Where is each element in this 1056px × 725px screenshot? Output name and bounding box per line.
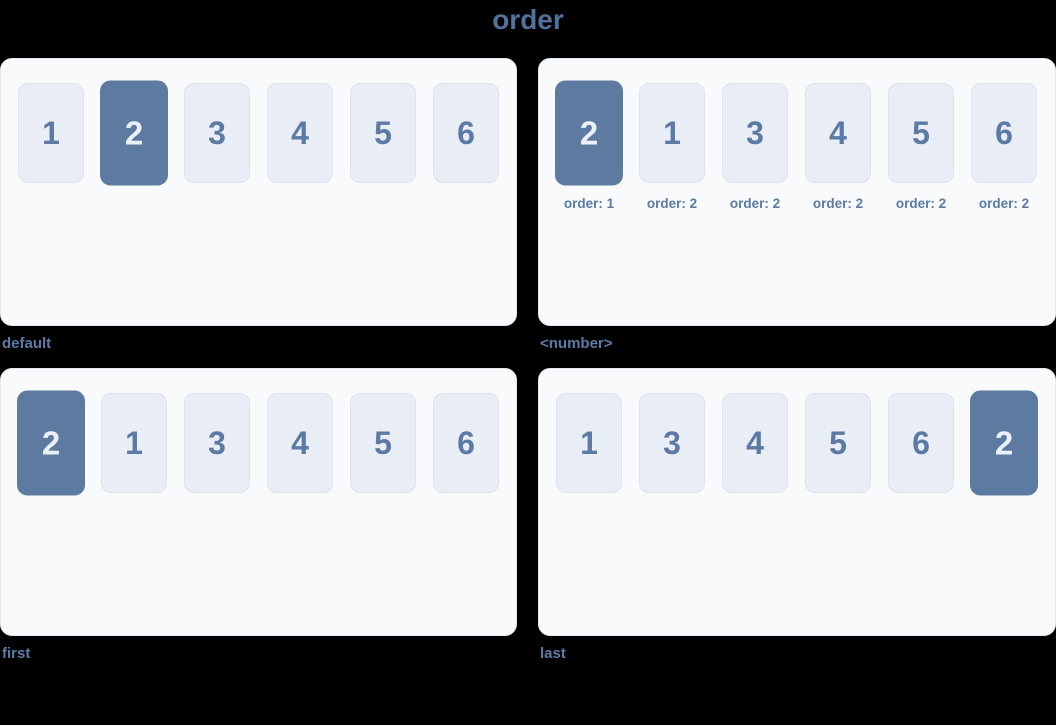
flex-item: 2 — [17, 390, 85, 496]
flex-row: 2 order: 1 1 order: 2 3 order: 2 4 order: 2 5 ord… — [555, 80, 1038, 211]
item-card: 6 — [433, 83, 499, 183]
item-number: 6 — [912, 424, 930, 461]
item-number: 2 — [124, 113, 144, 152]
item-number: 3 — [663, 424, 681, 461]
item-number: 4 — [746, 424, 764, 461]
item-card: 6 — [888, 393, 954, 493]
item-number: 5 — [829, 424, 847, 461]
item-number: 3 — [746, 114, 764, 151]
panel-caption: default — [2, 335, 52, 352]
order-value-label: order: 1 — [563, 196, 615, 211]
item-number: 2 — [994, 423, 1014, 462]
item-card: 3 — [184, 83, 250, 183]
flex-item: 3 — [184, 83, 250, 183]
flex-item: 6 — [433, 83, 499, 183]
item-card: 5 — [888, 83, 954, 183]
examples-grid: 1 2 3 4 5 6 default 2 order: 1 1 order: 2 3 order:… — [0, 58, 1056, 663]
example-last: 1 3 4 5 6 2 last — [538, 368, 1056, 663]
item-number: 1 — [125, 424, 143, 461]
item-card: 6 — [433, 393, 499, 493]
order-value-label: order: 2 — [729, 196, 781, 211]
item-number: 6 — [995, 114, 1013, 151]
flex-item: 5 — [350, 83, 416, 183]
item-card: 5 — [350, 393, 416, 493]
item-number: 1 — [580, 424, 598, 461]
flex-container-panel: 1 3 4 5 6 2 — [538, 368, 1056, 636]
item-number: 4 — [291, 114, 309, 151]
flex-container-panel: 2 order: 1 1 order: 2 3 order: 2 4 order: 2 5 ord… — [538, 58, 1056, 326]
item-card: 5 — [350, 83, 416, 183]
flex-item: 4 — [722, 393, 788, 493]
flex-container-panel: 2 1 3 4 5 6 — [0, 368, 517, 636]
item-number: 5 — [374, 114, 392, 151]
item-number: 3 — [208, 114, 226, 151]
flex-row: 1 3 4 5 6 2 — [556, 390, 1038, 496]
item-number: 6 — [457, 424, 475, 461]
highlighted-item-card: 2 — [100, 80, 168, 186]
item-number: 4 — [829, 114, 847, 151]
flex-row: 1 2 3 4 5 6 — [18, 80, 499, 186]
item-card: 3 — [184, 393, 250, 493]
item-number: 4 — [291, 424, 309, 461]
flex-item: 1 order: 2 — [639, 83, 705, 211]
highlighted-item-card: 2 — [17, 390, 85, 496]
item-card: 3 — [639, 393, 705, 493]
flex-item: 1 — [101, 393, 167, 493]
flex-item: 6 order: 2 — [971, 83, 1037, 211]
page-title: order — [492, 4, 564, 35]
flex-row: 2 1 3 4 5 6 — [17, 390, 499, 496]
flex-item: 5 — [805, 393, 871, 493]
flex-item: 6 — [888, 393, 954, 493]
order-value-label: order: 2 — [978, 196, 1030, 211]
example-number: 2 order: 1 1 order: 2 3 order: 2 4 order: 2 5 ord… — [538, 58, 1056, 353]
item-card: 4 — [805, 83, 871, 183]
item-number: 5 — [374, 424, 392, 461]
item-card: 1 — [556, 393, 622, 493]
example-first: 2 1 3 4 5 6 first — [0, 368, 517, 663]
highlighted-item-card: 2 — [555, 80, 623, 186]
item-card: 1 — [639, 83, 705, 183]
flex-item: 4 — [267, 83, 333, 183]
flex-item: 1 — [18, 83, 84, 183]
order-value-label: order: 2 — [646, 196, 698, 211]
flex-item: 1 — [556, 393, 622, 493]
item-number: 3 — [208, 424, 226, 461]
flex-item: 4 order: 2 — [805, 83, 871, 211]
flex-item: 5 — [350, 393, 416, 493]
order-value-label: order: 2 — [895, 196, 947, 211]
item-number: 1 — [663, 114, 681, 151]
flex-item: 2 — [100, 80, 168, 186]
order-value-label: order: 2 — [812, 196, 864, 211]
item-card: 4 — [267, 393, 333, 493]
item-card: 4 — [722, 393, 788, 493]
panel-caption: <number> — [540, 335, 613, 352]
item-number: 5 — [912, 114, 930, 151]
item-card: 6 — [971, 83, 1037, 183]
example-default: 1 2 3 4 5 6 default — [0, 58, 517, 353]
highlighted-item-card: 2 — [970, 390, 1038, 496]
flex-item: 2 order: 1 — [555, 80, 623, 211]
flex-item: 2 — [970, 390, 1038, 496]
flex-item: 4 — [267, 393, 333, 493]
item-card: 5 — [805, 393, 871, 493]
flex-item: 6 — [433, 393, 499, 493]
flex-item: 5 order: 2 — [888, 83, 954, 211]
item-card: 1 — [18, 83, 84, 183]
item-number: 2 — [41, 423, 61, 462]
item-card: 4 — [267, 83, 333, 183]
panel-caption: last — [540, 645, 566, 662]
flex-item: 3 order: 2 — [722, 83, 788, 211]
item-card: 3 — [722, 83, 788, 183]
flex-item: 3 — [184, 393, 250, 493]
item-card: 1 — [101, 393, 167, 493]
flex-container-panel: 1 2 3 4 5 6 — [0, 58, 517, 326]
panel-caption: first — [2, 645, 31, 662]
item-number: 2 — [579, 113, 599, 152]
item-number: 1 — [42, 114, 60, 151]
flex-item: 3 — [639, 393, 705, 493]
item-number: 6 — [457, 114, 475, 151]
